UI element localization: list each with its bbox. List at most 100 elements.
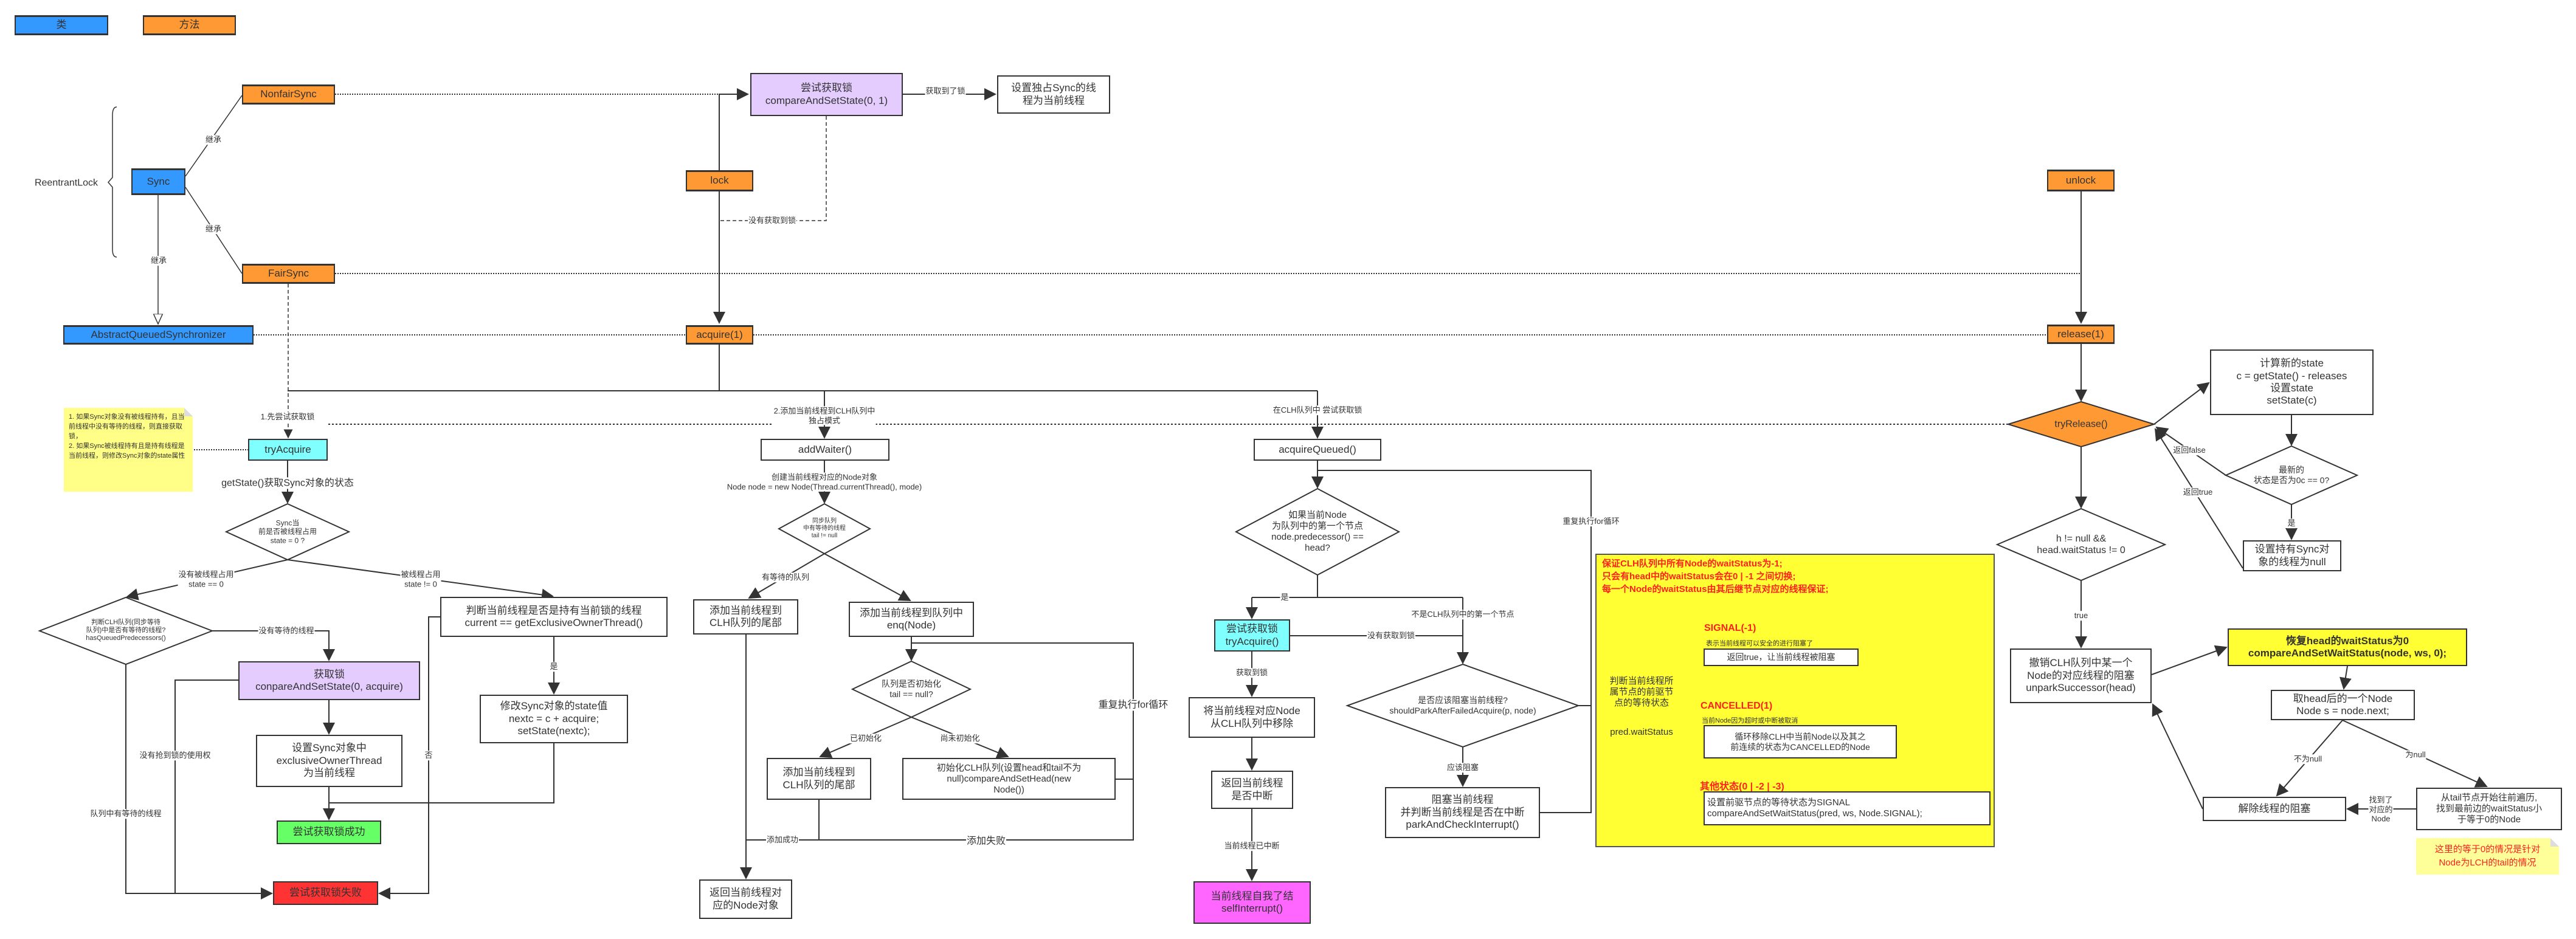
reset-waitstatus-box[interactable]: 恢复head的waitStatus为0 compareAndSetWaitSta… (2228, 628, 2467, 666)
try-acquire-note: 1. 如果Sync对象没有被线程持有，且当前线程中没有等待的线程，则直接获取锁，… (64, 408, 193, 492)
init-clh-box[interactable]: 初始化CLH队列(设置head和tail不为 null)compareAndSe… (902, 758, 1116, 800)
try-release-text[interactable]: tryRelease() (2054, 419, 2108, 430)
judge-text: 判断当前线程所 属节点的前驱节 点的等待状态 (1609, 676, 1674, 708)
edge-acquire-bus (288, 345, 1317, 391)
return-node-box[interactable]: 返回当前线程对 应的Node对象 (699, 879, 792, 919)
tail-note: 这里的等于0的情况是针对 Node为LCH的tail的情况 (2416, 838, 2559, 875)
try-acquire-box[interactable]: tryAcquire (248, 439, 328, 461)
unpark-box[interactable]: 撤销CLH队列中某一个 Node的对应线程的阻塞 unparkSuccessor… (2010, 648, 2152, 703)
rule-3: 每一个Node的waitStatus由其后继节点对应的线程保证; (1602, 584, 1829, 594)
reentrantlock-label: ReentrantLock (34, 177, 98, 188)
modify-state-box[interactable]: 修改Sync对象的state值 nextc = c + acquire; set… (480, 695, 628, 743)
interrupted-label: 当前线程已中断 (1223, 841, 1280, 851)
true-label: true (2073, 611, 2089, 621)
inherit-label: 继承 (204, 224, 223, 234)
edge-cas-fail (719, 116, 827, 221)
fairsync-class[interactable]: FairSync (242, 264, 335, 284)
acquire-fail-box[interactable]: 尝试获取锁失败 (273, 881, 378, 905)
return-true-label: 返回true (2182, 487, 2214, 497)
queue-diamond-text: 判断CLH队列(同步等待 队列)中是否有等待的线程? hasQueuedPred… (86, 619, 166, 642)
unblock-box[interactable]: 解除线程的阻塞 (2203, 797, 2346, 821)
check-owner-box[interactable]: 判断当前线程是否是持有当前锁的线程 current == getExclusiv… (440, 597, 668, 637)
lock-method[interactable]: lock (686, 170, 753, 191)
legend-method: 方法 (143, 15, 236, 35)
other-box: 设置前驱节点的等待状态为SIGNAL compareAndSetWaitStat… (1704, 791, 1991, 825)
try-acquire-box-2[interactable]: 尝试获取锁 tryAcquire() (1214, 619, 1290, 652)
rule-2: 只会有head中的waitStatus会在0 | -1 之间切换; (1602, 571, 1796, 582)
create-node-label: 创建当前线程对应的Node对象 Node node = new Node(Thr… (726, 472, 923, 492)
inherit-label: 继承 (204, 135, 223, 145)
signal-box: 返回true，让当前线程被阻塞 (1704, 648, 1859, 666)
legend-class: 类 (15, 15, 108, 35)
state-diamond-text: Sync当 前是否被线程占用 state = 0 ? (258, 518, 317, 545)
yes-label: 是 (549, 662, 559, 672)
step2-label: 2.添加当前线程到CLH队列中 独占模式 (773, 406, 876, 425)
set-exclusive-owner-box[interactable]: 设置Sync对象中 exclusiveOwnerThread 为当前线程 (256, 735, 402, 787)
reentrantlock-brace (108, 106, 117, 258)
unlock-method[interactable]: unlock (2047, 170, 2115, 191)
no-right-label: 没有抢到锁的使用权 (139, 751, 212, 760)
not-occupied-label: 没有被线程占用 state == 0 (178, 569, 235, 589)
edge-lock-cas (719, 88, 749, 170)
add-tail-box[interactable]: 添加当前线程到 CLH队列的尾部 (693, 599, 798, 635)
signal-title: SIGNAL(-1) (1704, 623, 1756, 633)
acquire-queued-box[interactable]: acquireQueued() (1254, 439, 1381, 461)
acquire-success-box[interactable]: 尝试获取锁成功 (277, 820, 381, 844)
sync-class[interactable]: Sync (131, 168, 185, 195)
cancelled-desc: 当前Node因为超时或中断被取消 (1702, 717, 1798, 724)
yes-label-3: 是 (2287, 518, 2296, 528)
add-ok-label: 添加成功 (765, 835, 799, 845)
rule-1: 保证CLH队列中所有Node的waitStatus为-1; (1602, 559, 1783, 569)
zero-diamond-text: 最新的 状态是否为0c == 0? (2253, 465, 2330, 485)
has-queue-label: 有等待的队列 (761, 573, 810, 582)
pred-text: pred.waitStatus (1610, 727, 1673, 737)
return-interrupt-box[interactable]: 返回当前线程 是否中断 (1211, 771, 1293, 809)
null-label: 为null (2405, 750, 2426, 760)
signal-desc: 表示当前线程可以安全的进行阻塞了 (1706, 640, 1813, 647)
get-state-label: getState()获取Sync对象的状态 (221, 477, 354, 489)
nonfairsync-class[interactable]: NonfairSync (242, 84, 335, 105)
should-park-label: 应该阻塞 (1446, 763, 1480, 772)
got-label: 获取到锁 (1235, 668, 1269, 678)
init-diamond-text: 队列是否初始化 tail == null? (882, 679, 941, 699)
release-method[interactable]: release(1) (2047, 325, 2115, 344)
yes-label-2: 是 (1280, 593, 1290, 602)
no-waiting-label: 没有等待的线程 (258, 626, 315, 636)
cas-acquire-box[interactable]: 获取锁 conpareAndSetState(0, acquire) (238, 661, 420, 700)
aqs-class[interactable]: AbstractQueuedSynchronizer (63, 325, 254, 345)
not-first-label: 不是CLH队列中的第一个节点 (1411, 610, 1515, 619)
self-interrupt-box[interactable]: 当前线程自我了结 selfInterrupt() (1193, 881, 1311, 924)
not-got-label: 没有获取到锁 (1366, 631, 1416, 641)
cas-lock-box[interactable]: 尝试获取锁 compareAndSetState(0, 1) (750, 73, 903, 116)
calc-state-box[interactable]: 计算新的state c = getState() - releases 设置st… (2210, 349, 2374, 415)
loop-label: 重复执行for循环 (1097, 699, 1169, 711)
found-node-label: 找到了 对应的 Node (2368, 795, 2394, 824)
remove-node-box[interactable]: 将当前线程对应Node 从CLH队列中移除 (1189, 697, 1315, 738)
next-node-box[interactable]: 取head后的一个Node Node s = node.next; (2271, 690, 2415, 720)
return-false-label: 返回false (2172, 445, 2206, 455)
step3-label: 在CLH队列中 尝试获取锁 (1272, 405, 1363, 415)
loop-label-2: 重复执行for循环 (1562, 517, 1620, 526)
clear-owner-box[interactable]: 设置持有Sync对 象的线程为null (2243, 540, 2341, 571)
head-diamond-text: h != null && head.waitStatus != 0 (2037, 533, 2125, 555)
enq-box[interactable]: 添加当前线程到队列中 enq(Node) (849, 602, 974, 637)
acquire-method[interactable]: acquire(1) (686, 325, 753, 345)
inited-label: 已初始化 (849, 734, 883, 743)
add-fail-label: 添加失败 (965, 835, 1007, 847)
inherit-label: 继承 (150, 256, 168, 266)
not-null-label: 不为null (2293, 754, 2323, 764)
occupied-label: 被线程占用 state != 0 (400, 569, 441, 589)
got-lock-label: 获取到了锁 (925, 86, 966, 96)
has-waiting-label: 队列中有等待的线程 (89, 809, 162, 819)
set-owner-box[interactable]: 设置独占Sync的线 程为当前线程 (997, 75, 1110, 114)
park-box[interactable]: 阻塞当前线程 并判断当前线程是否在中断 parkAndCheckInterrup… (1385, 787, 1540, 838)
not-got-lock-label: 没有获取到锁 (747, 216, 797, 225)
park-diamond-text: 是否应该阻塞当前线程? shouldParkAfterFailedAcquire… (1389, 695, 1536, 715)
other-title: 其他状态(0 | -2 | -3) (1700, 782, 1784, 792)
traverse-box[interactable]: 从tail节点开始往前遍历, 找到最前边的waitStatus小 于等于0的No… (2416, 788, 2562, 830)
add-waiter-box[interactable]: addWaiter() (761, 439, 889, 461)
add-tail-box-2[interactable]: 添加当前线程到 CLH队列的尾部 (767, 758, 871, 800)
tail-diamond-text: 同步队列 中有等待的线程 tail != null (803, 518, 846, 539)
no-label: 否 (424, 751, 433, 760)
